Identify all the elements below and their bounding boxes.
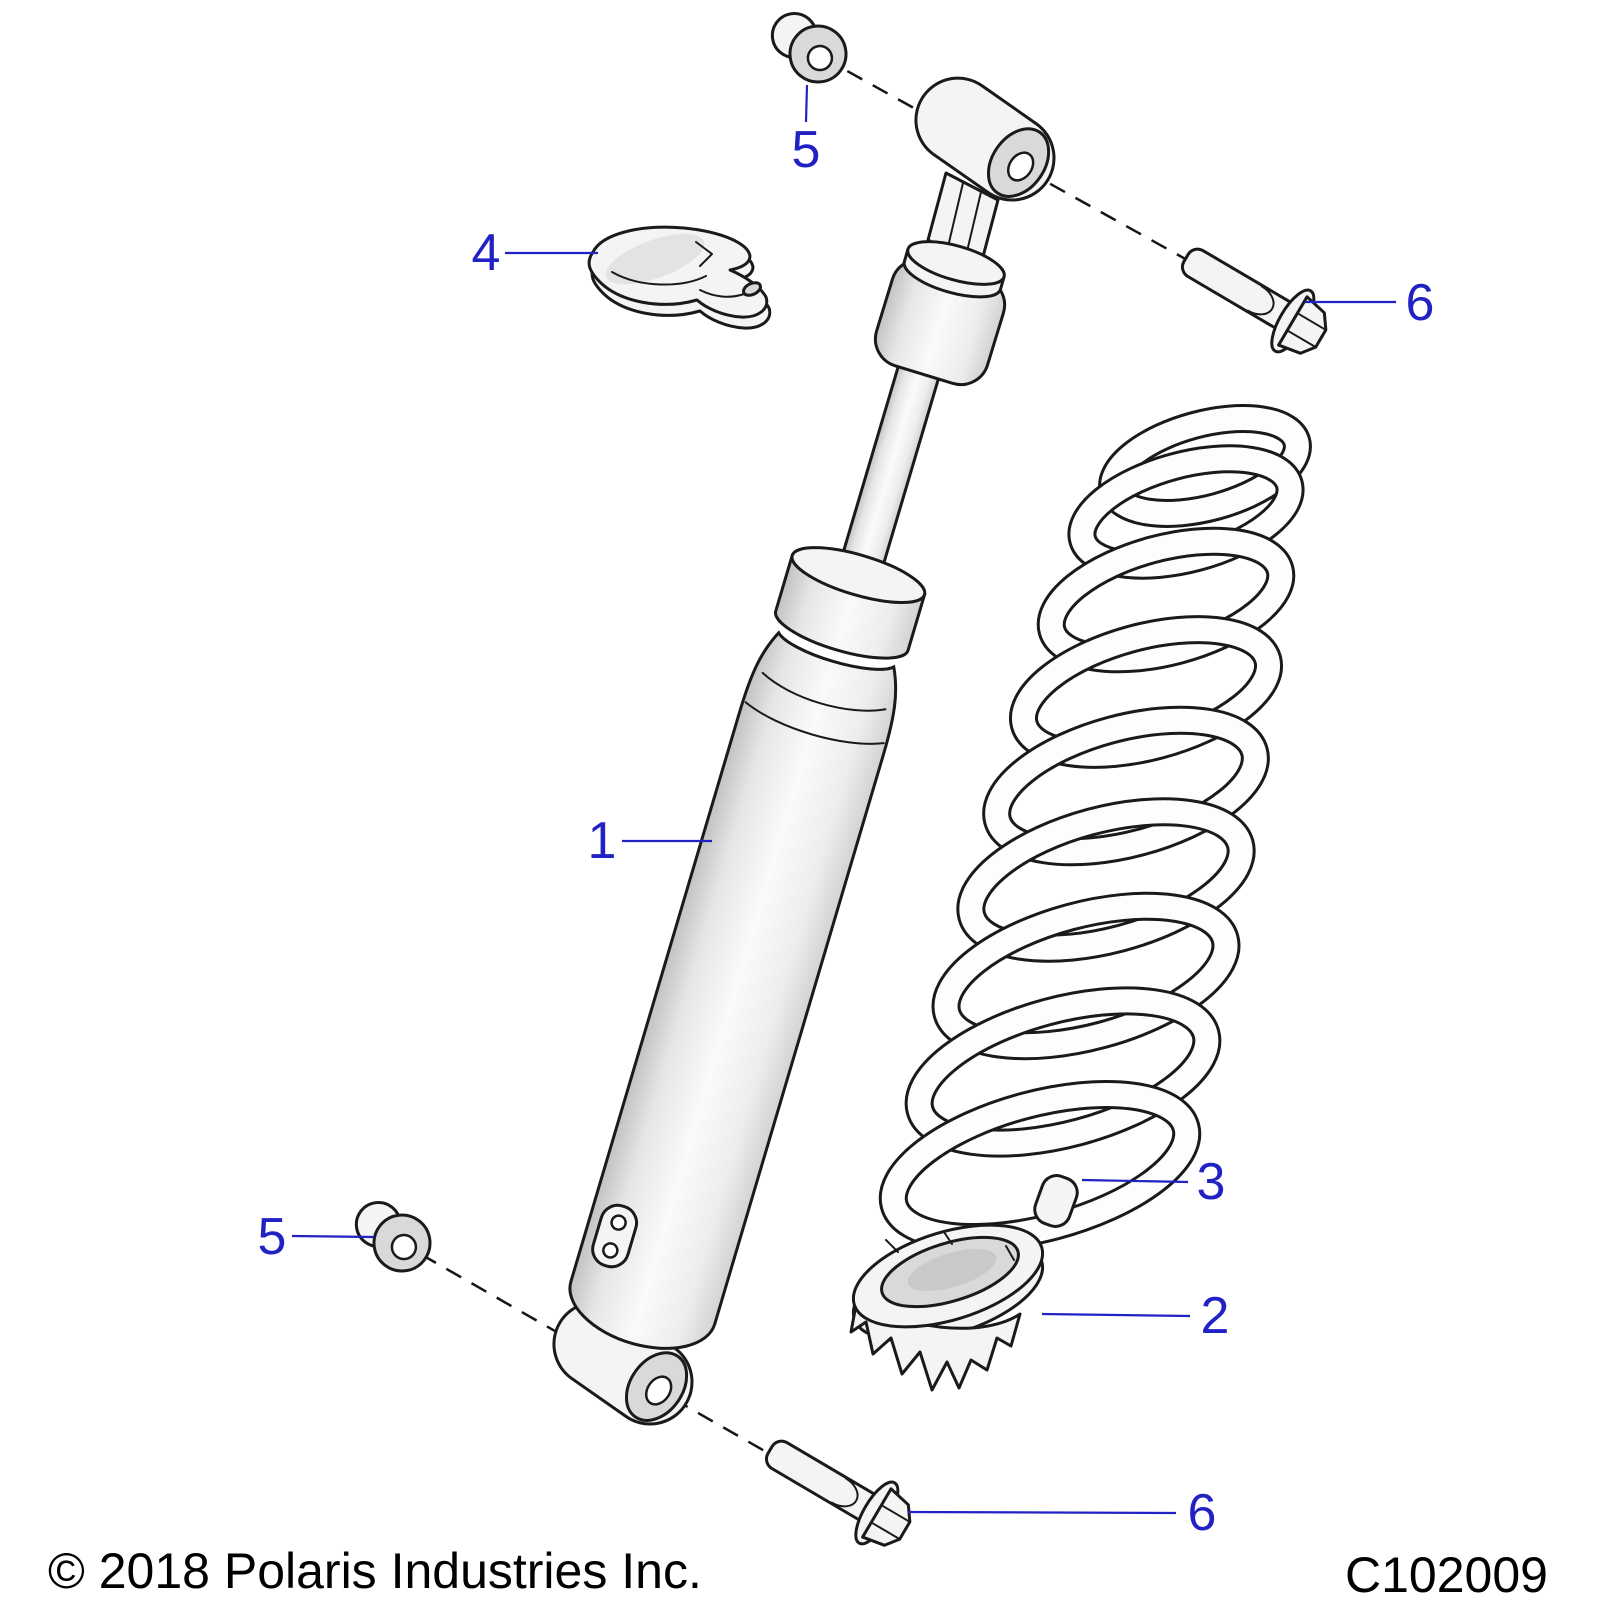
copyright-text: © 2018 Polaris Industries Inc. [48, 1543, 702, 1599]
callout-1-label: 1 [588, 812, 617, 870]
tab-hole-upper [610, 1214, 627, 1231]
retainer-inner-edge [611, 271, 707, 286]
callout-6-bottom-label: 6 [1188, 1484, 1217, 1542]
callout-leaders [291, 84, 1396, 1515]
callout-2-label: 2 [1201, 1287, 1230, 1345]
leader-line-6-bottom [907, 1510, 1177, 1515]
lower-spring-retainer-part-2 [849, 1223, 1045, 1392]
shock-body-tube [568, 630, 898, 1350]
flange-nut-top-part-5 [758, 0, 859, 95]
tab-hole-lower [602, 1242, 619, 1259]
shock-neck-contours [744, 671, 887, 745]
alignment-dashed-line-bottom [395, 1238, 783, 1463]
shock-cap-side [774, 553, 927, 660]
coil-spring-part-3 [878, 404, 1312, 1253]
retainer-hook-curve [699, 289, 745, 298]
flange-bolt-top-part-6 [1166, 226, 1341, 370]
retainer-dish-recess [605, 233, 705, 285]
retainer-hook-hole [742, 281, 762, 297]
callout-6-top-label: 6 [1406, 274, 1435, 332]
retainer-rim-notches [885, 1231, 1015, 1261]
callout-labels: 1 2 3 4 5 5 6 6 [258, 121, 1435, 1542]
shock-collar-flange [902, 240, 1006, 299]
leader-line-3 [1081, 1178, 1189, 1184]
shock-cap-top [790, 546, 927, 604]
callout-5-top-label: 5 [792, 121, 821, 179]
callout-4-label: 4 [472, 224, 501, 282]
flange-bolt-bottom-part-6 [750, 1418, 925, 1562]
callout-5-bottom-label: 5 [258, 1208, 287, 1266]
shock-absorber-part-1 [568, 343, 946, 1350]
spring-wire-end [1033, 1174, 1079, 1228]
leader-line-2 [1041, 1312, 1191, 1318]
retainer-step-notch [695, 241, 713, 267]
diagram-code: C102009 [1345, 1547, 1548, 1600]
callout-3-label: 3 [1197, 1153, 1226, 1211]
retainer-bowl-bottom [907, 1248, 997, 1292]
leader-line-5-bottom [291, 1234, 375, 1239]
leader-line-5-top [804, 84, 809, 123]
flange-nut-bottom-part-5 [342, 1187, 443, 1284]
upper-spring-retainer-part-4 [587, 225, 772, 330]
